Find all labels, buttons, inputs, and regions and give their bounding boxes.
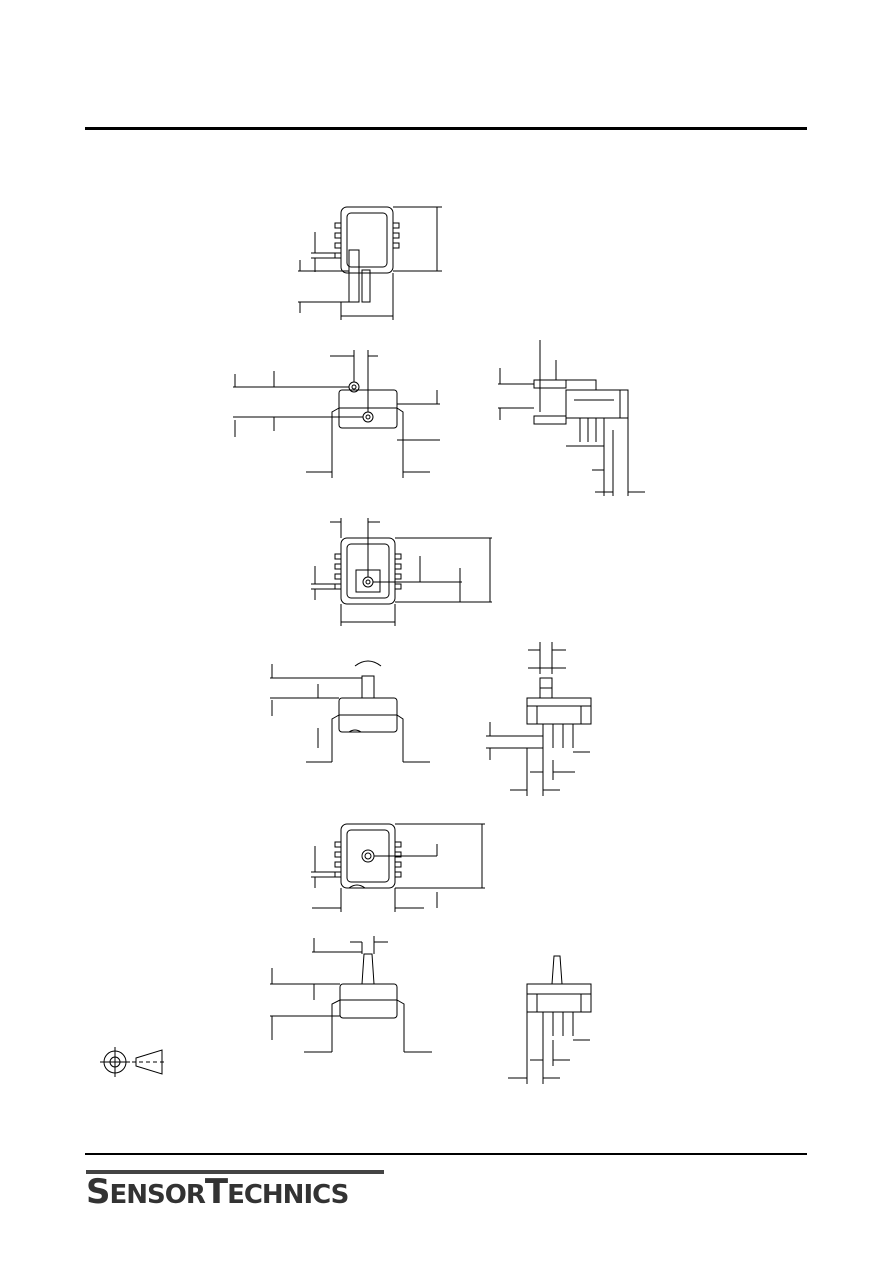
footer-rule bbox=[85, 1153, 807, 1155]
view-end-single-port bbox=[486, 642, 592, 796]
view-top-barbed bbox=[311, 823, 485, 912]
logo-bar bbox=[86, 1170, 384, 1174]
view-top-slotted bbox=[298, 206, 442, 320]
view-side-single-port bbox=[270, 660, 430, 763]
view-side-two-ports bbox=[233, 350, 440, 478]
logo-part: ENSOR bbox=[109, 1180, 206, 1210]
header-rule bbox=[85, 127, 807, 130]
view-side-barbed bbox=[270, 936, 432, 1053]
view-end-two-ports bbox=[498, 340, 645, 496]
view-top-single-port bbox=[311, 518, 492, 626]
logo-part: ECHNICS bbox=[227, 1180, 349, 1210]
first-angle-projection-symbol-icon bbox=[100, 1047, 166, 1077]
logo-part: S bbox=[86, 1172, 110, 1212]
view-end-barbed bbox=[508, 955, 592, 1084]
logo-text: SENSORTECHNICS bbox=[86, 1172, 349, 1212]
logo-part: T bbox=[204, 1172, 228, 1212]
